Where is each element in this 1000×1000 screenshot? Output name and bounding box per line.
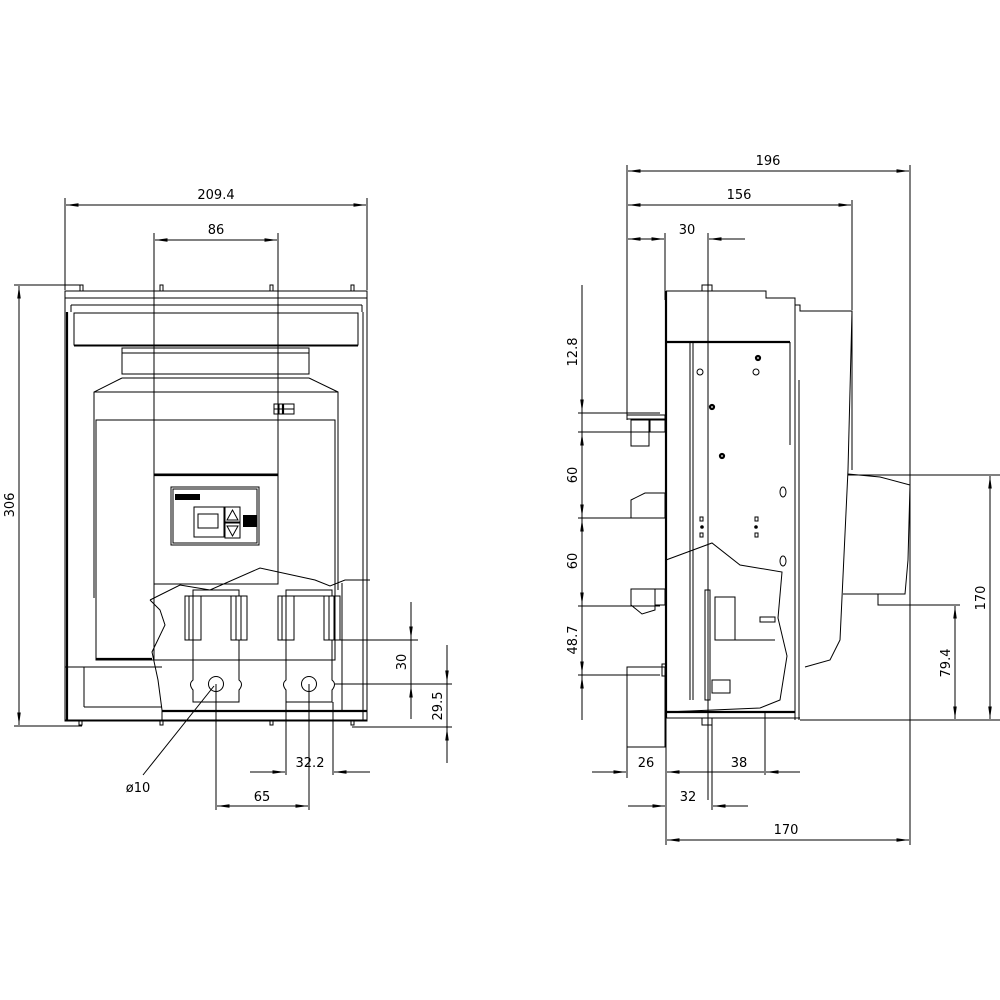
side-view: 196 156 30: [566, 154, 1000, 845]
dim-overall-width: 209.4: [197, 188, 234, 203]
dim-spacing-2: 60: [566, 553, 581, 570]
dim-front-offset: 30: [679, 223, 696, 238]
dim-base-right: 38: [731, 756, 748, 771]
dim-handle-lower: 79.4: [939, 649, 954, 678]
dim-terminal-width: 32.2: [296, 756, 325, 771]
brand-label-icon: [175, 494, 200, 500]
display-screen: [193, 506, 225, 538]
dim-body-depth: 156: [727, 188, 752, 203]
dim-terminal-pitch: 65: [254, 790, 271, 805]
dim-overall-height: 306: [3, 493, 18, 518]
dim-terminal-vertical: 30: [395, 654, 410, 671]
front-view: 209.4 86 306: [3, 188, 452, 810]
terminal-right: [277, 589, 341, 703]
dim-spacing-1: 60: [566, 467, 581, 484]
dim-base-left: 26: [638, 756, 655, 771]
down-arrow-button: [224, 522, 241, 539]
dim-spacing-bottom: 48.7: [566, 626, 581, 655]
dim-handle-height: 170: [974, 586, 989, 611]
terminal-left: [184, 589, 248, 703]
dim-terminal-to-base: 29.5: [431, 692, 446, 721]
control-panel: [170, 486, 260, 546]
reset-button: [243, 515, 257, 527]
dim-handle-spacing: 86: [208, 223, 225, 238]
dim-base-depth: 170: [774, 823, 799, 838]
up-arrow-button: [224, 506, 241, 523]
dim-spacing-top: 12.8: [566, 338, 581, 367]
grid-symbol-icon: [273, 403, 295, 415]
dim-overall-depth: 196: [756, 154, 781, 169]
dim-base-mid: 32: [680, 790, 697, 805]
dim-hole-diameter: ø10: [126, 781, 151, 796]
